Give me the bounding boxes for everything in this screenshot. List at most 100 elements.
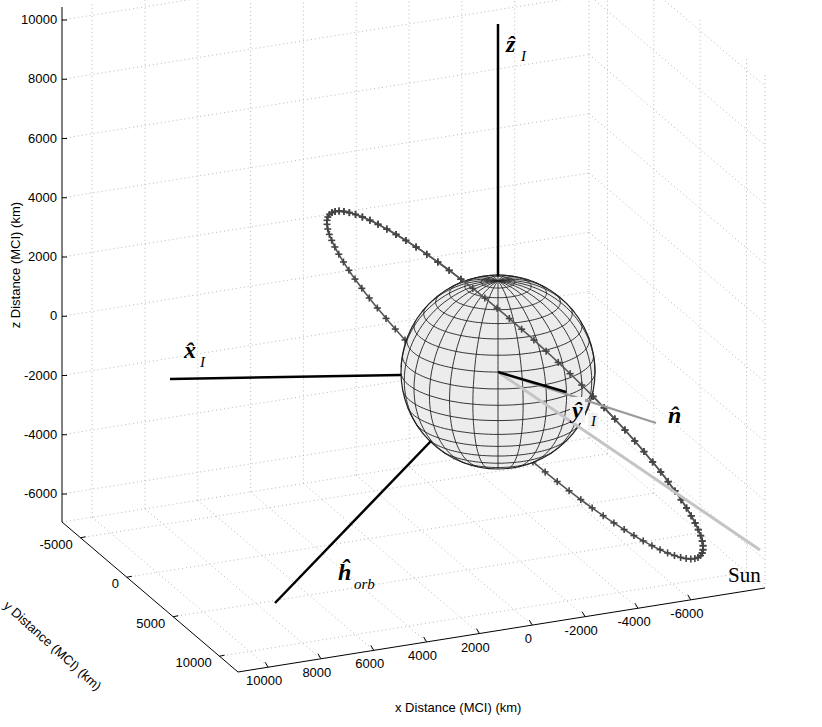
tick-mark <box>62 494 67 495</box>
orbit-marker <box>690 512 692 519</box>
grid-line <box>515 450 691 600</box>
tick-label: 0 <box>525 632 532 646</box>
grid-line <box>198 500 374 650</box>
tick-mark <box>582 612 585 617</box>
tick-mark <box>424 637 427 642</box>
tick-mark <box>371 645 374 650</box>
orbit-marker <box>624 427 626 434</box>
grid-line <box>700 18 701 533</box>
orbit-marker <box>697 526 699 533</box>
moon-sphere <box>401 275 595 469</box>
orbit-marker <box>686 505 688 512</box>
orbit-marker <box>329 231 331 238</box>
orbit-marker <box>460 276 462 283</box>
orbit-marker <box>697 526 699 533</box>
x-axis-vector <box>170 375 401 379</box>
orbit-marker <box>544 468 546 475</box>
orbit-marker <box>557 359 559 366</box>
orbit-marker <box>369 217 371 224</box>
tick-mark <box>62 375 67 376</box>
grid-line <box>589 438 765 588</box>
tick-label: 4000 <box>408 649 437 663</box>
tick-mark <box>62 138 67 139</box>
grid-line <box>173 533 700 617</box>
axis-line <box>238 588 765 672</box>
grid-line <box>589 292 765 442</box>
tick-mark <box>265 662 268 667</box>
tick-mark <box>62 257 67 258</box>
grid-line <box>219 572 746 656</box>
orbit-marker <box>533 337 535 344</box>
orbit-marker <box>659 546 661 553</box>
grid-line <box>653 0 654 493</box>
orbit-marker <box>394 326 396 333</box>
tick-mark <box>635 603 638 608</box>
orbit-marker <box>496 305 498 312</box>
orbit-marker <box>614 415 616 422</box>
orbit-marker <box>545 348 547 355</box>
tick-label: -6000 <box>24 487 57 501</box>
axis-grid <box>62 0 765 672</box>
orbit-marker <box>331 237 333 244</box>
grid-line <box>62 0 589 20</box>
tick-label: 4000 <box>28 191 57 205</box>
axis-line <box>62 7 63 522</box>
orbit-marker <box>338 208 340 215</box>
orbit-marker <box>686 505 688 512</box>
z-axis-vector <box>497 24 500 276</box>
sphere-disc <box>401 275 595 469</box>
grid-line <box>62 173 589 257</box>
grid-line <box>589 173 765 323</box>
tick-mark <box>62 197 67 198</box>
orbit-marker <box>623 526 625 533</box>
orbit-marker <box>569 370 571 377</box>
vector-label: ĥ <box>338 559 351 585</box>
orbit-marker <box>674 552 676 559</box>
vector-label: x̂ <box>184 337 196 363</box>
sphere-wire <box>422 281 498 312</box>
vector-label: ẑ <box>506 31 515 57</box>
orbit-marker <box>624 427 626 434</box>
orbit-marker <box>592 393 594 400</box>
sun-line <box>498 372 760 550</box>
tick-label: -4000 <box>24 428 57 442</box>
orbit-marker <box>651 542 653 549</box>
orbit-marker <box>643 448 645 455</box>
orbit-marker <box>652 458 654 465</box>
orbit-marker <box>460 276 462 283</box>
orbit-marker <box>415 244 417 251</box>
grid-line <box>303 0 304 484</box>
orbit-marker <box>377 221 379 228</box>
tick-label: 10000 <box>176 656 212 670</box>
h-orb-vector <box>275 441 431 603</box>
sphere-wire <box>429 281 498 463</box>
orbit-marker <box>568 487 570 494</box>
tick-label: -6000 <box>670 607 703 621</box>
orbit-marker <box>437 259 439 266</box>
sphere-wire <box>498 279 547 288</box>
grid-line <box>589 232 765 382</box>
orbit-marker <box>484 295 486 302</box>
orbit-marker <box>361 285 363 292</box>
tick-mark <box>62 434 67 435</box>
tick-mark <box>476 629 479 634</box>
tick-label: 8000 <box>28 72 57 86</box>
orbit-marker <box>472 285 474 292</box>
tick-label: 10000 <box>21 13 57 27</box>
orbit-marker <box>667 478 669 485</box>
orbit-marker <box>395 231 397 238</box>
orbit-marker <box>338 208 340 215</box>
vector-subscript: orb <box>354 576 375 593</box>
orbit-marker <box>349 209 351 216</box>
orbit-marker <box>386 226 388 233</box>
orbit-marker <box>484 295 486 302</box>
tick-label: 0 <box>112 577 119 591</box>
grid-line <box>462 458 638 608</box>
grid-line <box>144 0 145 509</box>
orbit-marker <box>509 315 511 322</box>
orbit-marker <box>690 512 692 519</box>
vector-subscript: I <box>589 413 598 430</box>
sphere-wire <box>498 281 567 463</box>
orbit-marker <box>362 214 364 221</box>
tick-label: 5000 <box>136 617 165 631</box>
